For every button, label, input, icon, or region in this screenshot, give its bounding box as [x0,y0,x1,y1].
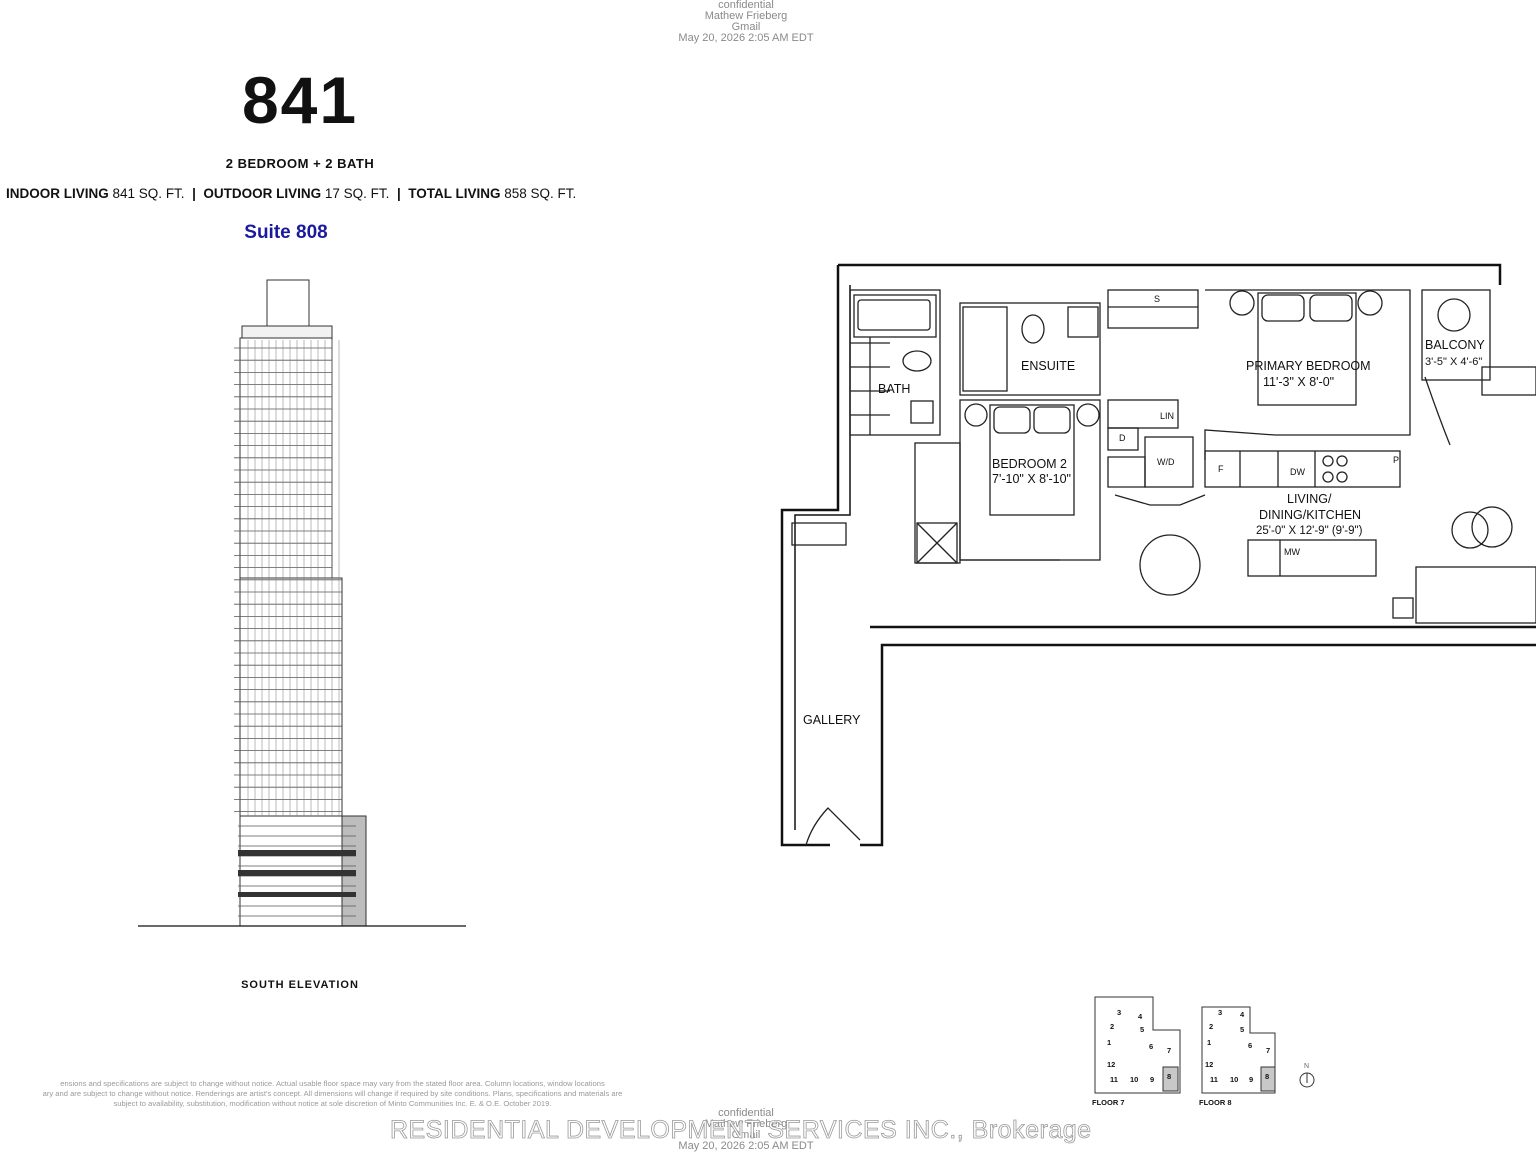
key-plans: 3 4 2 5 1 6 7 12 11 10 9 8 3 4 2 5 1 6 7… [1092,996,1315,1107]
room-dims-balcony: 3'-5" X 4'-6" [1425,356,1482,368]
building-elevation [138,279,466,927]
room-label-bath: BATH [878,382,910,396]
keyplan-floor8-label: FLOOR 8 [1199,1098,1232,1107]
fixture-storage: S [1154,294,1160,304]
brokerage-watermark: RESIDENTIAL DEVELOPMENT SERVICES INC., B… [390,1116,1092,1145]
watermark-line: Gmail [731,1129,761,1141]
keyplan7-unit-6: 6 [1149,1042,1153,1051]
keyplan7-unit-3: 3 [1117,1008,1121,1017]
keyplan7-unit-10: 10 [1130,1075,1138,1084]
fixture-dishwasher: DW [1290,467,1305,477]
fixture-microwave: MW [1284,547,1300,557]
area-summary: INDOOR LIVING 841 SQ. FT. | OUTDOOR LIVI… [6,186,606,201]
keyplan7-unit-2: 2 [1110,1022,1114,1031]
elevation-label: SOUTH ELEVATION [241,979,359,991]
total-label: TOTAL LIVING [408,186,501,201]
keyplan8-unit-7: 7 [1266,1046,1270,1055]
keyplan-floor7-label: FLOOR 7 [1092,1098,1125,1107]
watermark-line: May 20, 2026 2:05 AM EDT [678,1140,814,1152]
keyplan8-unit-9: 9 [1249,1075,1253,1084]
total-value: 858 SQ. FT. [504,186,577,201]
suite-number: Suite 808 [244,222,328,243]
keyplan7-unit-11: 11 [1110,1075,1118,1084]
watermark-line: Mathew Frieberg [704,10,788,22]
room-dims-primary-bedroom: 11'-3" X 8'-0" [1263,375,1334,389]
keyplan8-unit-5: 5 [1240,1025,1244,1034]
outdoor-label: OUTDOOR LIVING [203,186,322,201]
watermark-line: Mathew Frieberg [704,1118,788,1130]
keyplan8-unit-11: 11 [1210,1075,1218,1084]
room-label-bedroom-2: BEDROOM 2 [992,457,1067,471]
keyplan7-unit-9: 9 [1150,1075,1154,1084]
disclaimer-line: ary and are subject to change without no… [42,1089,623,1098]
legal-disclaimer: ensions and specifications are subject t… [0,1079,665,1109]
keyplan7-unit-5: 5 [1140,1025,1144,1034]
watermark-top: confidential Mathew Frieberg Gmail May 2… [600,0,892,44]
watermark-line: May 20, 2026 2:05 AM EDT [678,32,814,44]
watermark-line: Gmail [731,21,761,33]
room-label-balcony: BALCONY [1425,338,1485,352]
keyplan8-unit-12: 12 [1205,1060,1213,1069]
unit-number: 841 [241,63,359,137]
keyplan7-unit-4: 4 [1138,1012,1143,1021]
fixture-washer-dryer: W/D [1157,457,1175,467]
room-label-living-2: DINING/KITCHEN [1259,508,1361,522]
keyplan8-unit-10: 10 [1230,1075,1238,1084]
floor-plan: BATH ENSUITE PRIMARY BEDROOM 11'-3" X 8'… [780,263,1536,847]
fixture-dryer: D [1119,433,1126,443]
keyplan8-unit-6: 6 [1248,1041,1252,1050]
indoor-label: INDOOR LIVING [6,186,109,201]
room-dims-bedroom-2: 7'-10" X 8'-10" [992,472,1071,486]
north-label: N [1304,1063,1309,1070]
keyplan7-unit-7: 7 [1167,1046,1171,1055]
keyplan8-unit-8: 8 [1265,1072,1269,1081]
fixture-linen: LIN [1160,411,1174,421]
outdoor-value: 17 SQ. FT. [324,186,390,201]
fixture-fridge: F [1218,464,1224,474]
disclaimer-line: ensions and specifications are subject t… [60,1079,605,1088]
separator: | [396,186,401,201]
unit-type: 2 BEDROOM + 2 BATH [225,156,375,171]
keyplan8-unit-2: 2 [1209,1022,1213,1031]
keyplan7-unit-1: 1 [1107,1038,1111,1047]
indoor-value: 841 SQ. FT. [112,186,185,201]
disclaimer-line: subject to availability, substitution, m… [113,1099,552,1108]
room-label-gallery: GALLERY [803,713,861,727]
keyplan8-unit-3: 3 [1218,1008,1222,1017]
keyplan8-unit-4: 4 [1240,1010,1245,1019]
room-label-living-1: LIVING/ [1287,492,1332,506]
watermark-line: confidential [718,0,774,11]
keyplan7-unit-8: 8 [1167,1072,1171,1081]
room-label-primary-bedroom: PRIMARY BEDROOM [1246,359,1371,373]
watermark-bottom: confidential Mathew Frieberg Gmail May 2… [600,1108,892,1152]
keyplan8-unit-1: 1 [1207,1038,1211,1047]
separator: | [192,186,196,201]
watermark-line: confidential [718,1107,774,1119]
room-label-ensuite: ENSUITE [1021,359,1075,373]
fixture-pantry: P [1393,455,1399,465]
room-dims-living: 25'-0" X 12'-9" (9'-9") [1256,525,1363,537]
keyplan7-unit-12: 12 [1107,1060,1115,1069]
